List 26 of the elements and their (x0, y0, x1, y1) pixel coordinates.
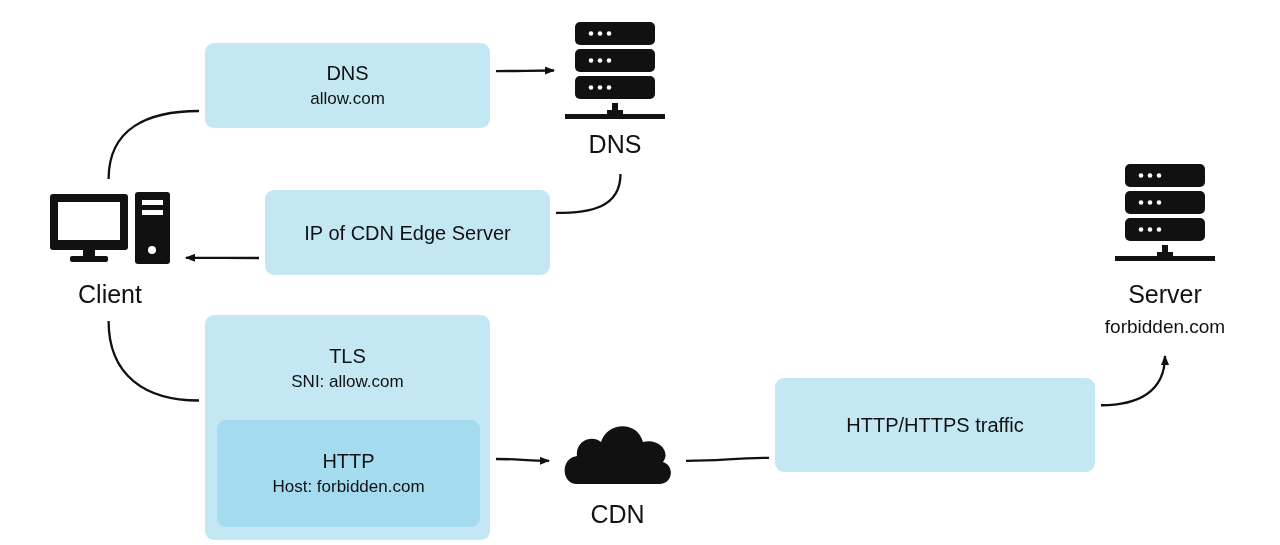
node-label: CDN (589, 500, 646, 529)
box-subtitle: Host: forbidden.com (272, 475, 425, 498)
arrow (185, 253, 259, 262)
message-box (775, 378, 1095, 472)
protocol-box (205, 315, 490, 540)
arrow (1100, 355, 1169, 407)
connector-line (556, 173, 622, 215)
arrow (496, 66, 555, 75)
connector-line (107, 109, 200, 180)
message-box (265, 190, 550, 275)
box-title: HTTP/HTTPS traffic (846, 413, 1024, 438)
node-label: DNS (587, 130, 643, 159)
box-subtitle: SNI: allow.com (291, 371, 404, 393)
arrow (496, 456, 550, 465)
message-box (205, 43, 490, 128)
protocol-box (217, 420, 480, 527)
node-label: Client (77, 280, 143, 309)
connector-line (107, 320, 200, 402)
connector-line (686, 456, 769, 462)
node-label: Server (1127, 280, 1203, 309)
box-title: IP of CDN Edge Server (304, 220, 511, 246)
box-title: DNS (326, 60, 369, 86)
box-subtitle: allow.com (310, 87, 385, 110)
box-title: HTTP (322, 448, 375, 474)
node-sublabel: forbidden.com (1103, 316, 1227, 338)
box-title: TLS (329, 344, 366, 369)
